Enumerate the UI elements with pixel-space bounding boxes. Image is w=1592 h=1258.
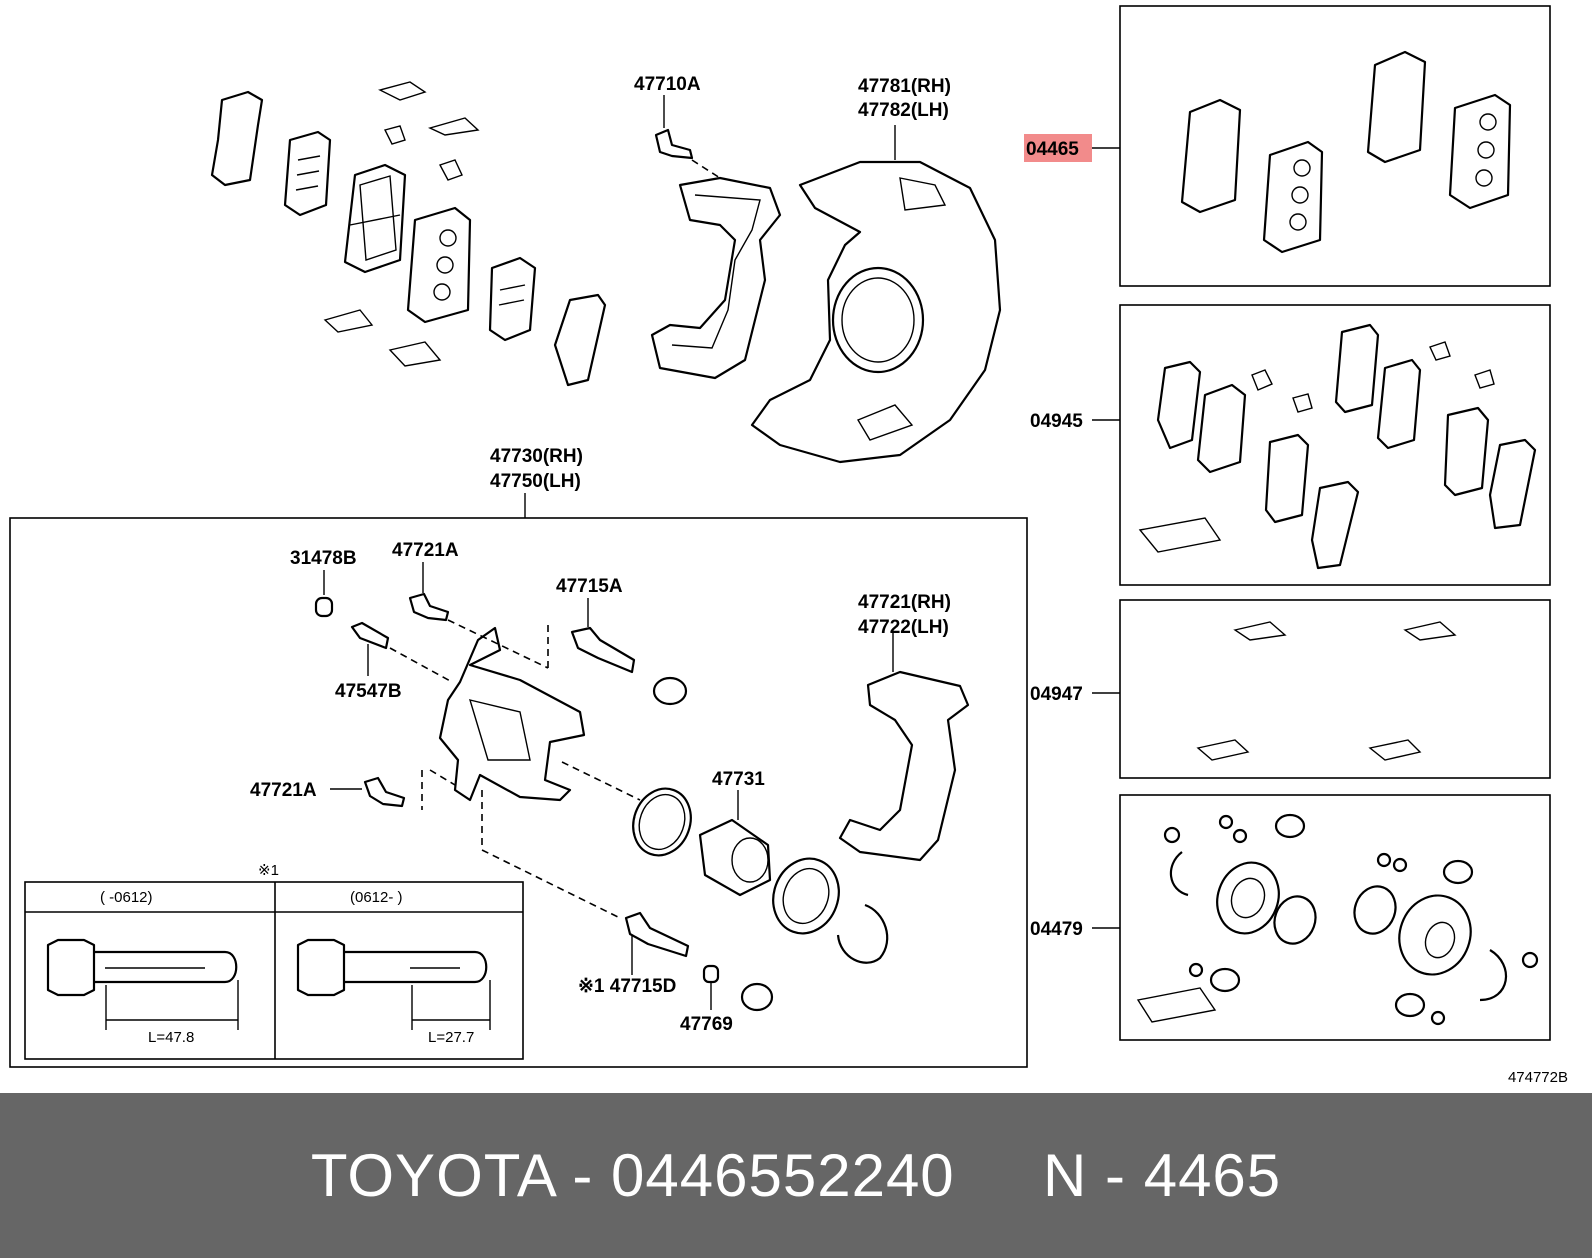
col2-length: L=27.7 — [428, 1029, 474, 1046]
col2-header: (0612- ) — [350, 889, 403, 906]
note-mark: ※1 — [258, 862, 279, 879]
kit-panel-04947: 04947 — [1030, 599, 1551, 779]
footer-separator: - — [554, 1142, 611, 1209]
kit-code-04465: 04465 — [1026, 139, 1079, 160]
caliper-assembly-frame — [9, 517, 1028, 1068]
highlight-04465 — [1024, 134, 1092, 162]
parts-diagram: 47710A 47781(RH) 47782(LH) 47730(RH) 477… — [9, 5, 1568, 1086]
label-47715D: ※1 47715D — [578, 976, 676, 997]
kit-code-04947: 04947 — [1030, 684, 1083, 705]
label-47721A-top: 47721A — [392, 540, 459, 561]
kit-panel-04945: 04945 — [1030, 304, 1551, 586]
label-47721A-left: 47721A — [250, 780, 317, 801]
kit-panel-04479: 04479 — [1030, 794, 1551, 1041]
footer-short-code: N - 4465 — [1043, 1142, 1282, 1209]
label-47782: 47782(LH) — [858, 100, 949, 121]
label-47730: 47730(RH) — [490, 446, 583, 467]
label-47715A: 47715A — [556, 576, 623, 597]
label-47722: 47722(LH) — [858, 617, 949, 638]
label-47750: 47750(LH) — [490, 471, 581, 492]
upper-pad-set-illustration — [210, 81, 607, 387]
diagram-reference: 474772B — [1508, 1069, 1568, 1086]
label-47781: 47781(RH) — [858, 76, 951, 97]
kit-code-04945: 04945 — [1030, 411, 1083, 432]
bolt-47710A: 47710A — [634, 74, 721, 179]
label-47769: 47769 — [680, 1014, 733, 1035]
label-31478B: 31478B — [290, 548, 357, 569]
footer-bar: TOYOTA - 0446552240 N - 4465 — [0, 1093, 1592, 1258]
pin-comparison-inset: ※1 ( -0612) (0612- ) L=47.8 L=27.7 — [24, 862, 524, 1060]
label-47710A: 47710A — [634, 74, 701, 95]
col1-header: ( -0612) — [100, 889, 153, 906]
label-47731: 47731 — [712, 769, 765, 790]
caliper-bracket-upper — [650, 176, 782, 380]
kit-code-04479: 04479 — [1030, 919, 1083, 940]
footer-part-number: 0446552240 — [610, 1142, 955, 1209]
caliper-assembly-parts: 31478B 47721A 47547B 47715A 47721A — [250, 540, 970, 1035]
footer-title: TOYOTA - 0446552240 N - 4465 — [311, 1141, 1281, 1210]
dust-shield-47781: 47781(RH) 47782(LH) — [750, 76, 1002, 464]
col1-length: L=47.8 — [148, 1029, 194, 1046]
label-47547B: 47547B — [335, 681, 402, 702]
label-47721: 47721(RH) — [858, 592, 951, 613]
kit-panel-04465: 04465 — [1024, 5, 1551, 287]
footer-brand: TOYOTA — [310, 1142, 555, 1209]
